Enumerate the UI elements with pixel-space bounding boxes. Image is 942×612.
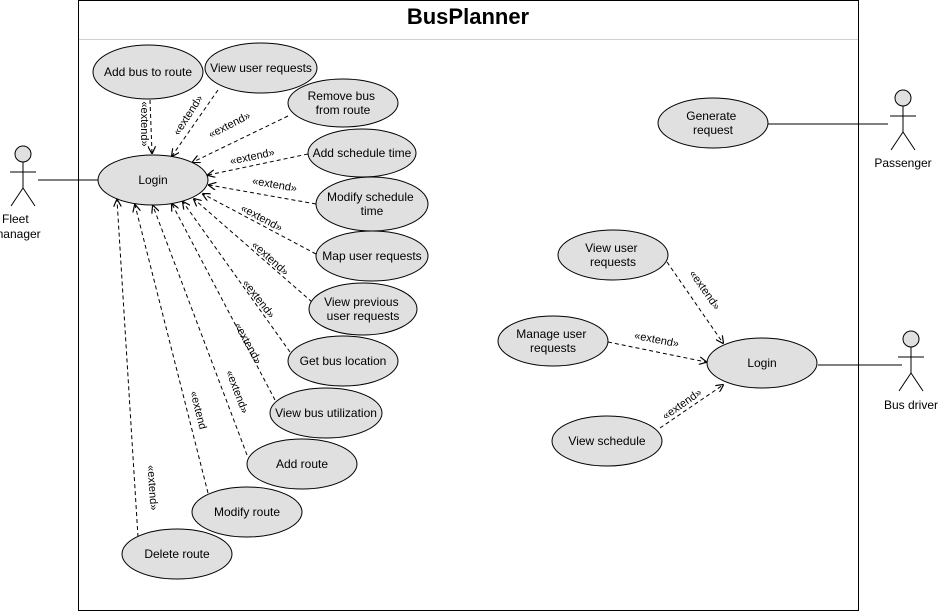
- extend-arrow-bd-view-user-requests: [666, 261, 723, 343]
- system-title: BusPlanner: [407, 4, 530, 29]
- use-case-label: Add bus to route: [104, 65, 192, 79]
- use-case-map-user-requests[interactable]: Map user requests: [315, 230, 429, 282]
- use-case-label: Modify route: [214, 505, 280, 519]
- use-case-label: View previous user requests: [324, 295, 402, 323]
- extend-relations-fleet-manager: [117, 89, 317, 538]
- extend-label: «extend»: [138, 101, 150, 146]
- extend-arrow-view-previous-user-requests: [194, 199, 313, 303]
- use-case-login-bus-driver[interactable]: Login: [706, 337, 818, 389]
- use-case-view-user-requests[interactable]: View user requests: [204, 42, 318, 94]
- use-case-generate-request[interactable]: Generate request: [657, 97, 769, 149]
- use-case-label: Delete route: [144, 547, 210, 561]
- use-case-add-bus-to-route[interactable]: Add bus to route: [92, 44, 204, 100]
- use-cases: Login Add bus to route View user request…: [92, 42, 818, 580]
- associations: [38, 123, 902, 366]
- use-case-login-fleet-manager[interactable]: Login: [97, 154, 209, 206]
- use-case-get-bus-location[interactable]: Get bus location: [287, 335, 399, 387]
- use-case-modify-schedule-time[interactable]: Modify schedule time: [315, 176, 429, 232]
- use-case-label: Remove bus from route: [308, 89, 379, 117]
- extend-relations-bus-driver: [607, 261, 723, 429]
- use-case-label: View user requests: [585, 241, 641, 269]
- use-case-add-schedule-time[interactable]: Add schedule time: [307, 128, 417, 178]
- use-case-label: Get bus location: [300, 354, 387, 368]
- use-case-add-route[interactable]: Add route: [246, 438, 358, 490]
- use-case-modify-route[interactable]: Modify route: [191, 486, 303, 538]
- use-case-label: Map user requests: [322, 249, 421, 263]
- use-case-label: View bus utilization: [275, 406, 377, 420]
- extend-arrow-add-bus-to-route: [150, 99, 152, 153]
- actor-label: Fleet manager: [0, 212, 41, 241]
- extend-arrow-bd-manage-user-requests: [607, 341, 706, 362]
- stick-figure-icon: [10, 145, 36, 207]
- use-case-label: Login: [747, 356, 776, 370]
- extend-arrow-get-bus-location: [183, 202, 291, 353]
- use-case-label: Modify schedule time: [327, 190, 417, 218]
- use-case-label: Login: [138, 173, 167, 187]
- use-case-view-user-requests-bus-driver[interactable]: View user requests: [557, 229, 669, 281]
- actor-passenger: Passenger: [874, 89, 932, 170]
- stick-figure-icon: [890, 89, 916, 151]
- use-case-view-previous-user-requests[interactable]: View previous user requests: [308, 282, 418, 336]
- use-case-label: Add route: [276, 457, 328, 471]
- extend-arrow-delete-route: [117, 200, 139, 538]
- extend-arrow-remove-bus: [193, 115, 289, 162]
- actor-label: Passenger: [874, 156, 931, 170]
- extend-arrow-view-bus-utilization: [172, 204, 276, 401]
- use-case-label: Manage user requests: [516, 327, 589, 355]
- extend-label: «extend»: [144, 465, 159, 511]
- use-case-label: View schedule: [568, 434, 645, 448]
- actor-bus-driver: Bus driver: [884, 330, 938, 412]
- extend-arrow-add-route: [153, 206, 248, 456]
- extend-arrow-add-schedule-time: [208, 153, 309, 175]
- use-case-view-bus-utilization[interactable]: View bus utilization: [269, 387, 383, 439]
- use-case-label: Generate request: [686, 109, 739, 137]
- extend-arrow-map-user-requests: [203, 194, 317, 255]
- extend-arrow-modify-route: [135, 205, 209, 494]
- stick-figure-icon: [898, 330, 924, 392]
- use-case-delete-route[interactable]: Delete route: [121, 528, 233, 580]
- use-case-label: Add schedule time: [313, 146, 412, 160]
- use-case-label: View user requests: [210, 61, 312, 75]
- extend-arrow-bd-view-schedule: [659, 385, 723, 429]
- actor-label: Bus driver: [884, 398, 938, 412]
- use-case-view-schedule[interactable]: View schedule: [551, 415, 663, 467]
- use-case-manage-user-requests[interactable]: Manage user requests: [497, 315, 609, 367]
- actor-fleet-manager: Fleet manager: [0, 145, 41, 241]
- use-case-remove-bus-from-route[interactable]: Remove bus from route: [287, 78, 399, 128]
